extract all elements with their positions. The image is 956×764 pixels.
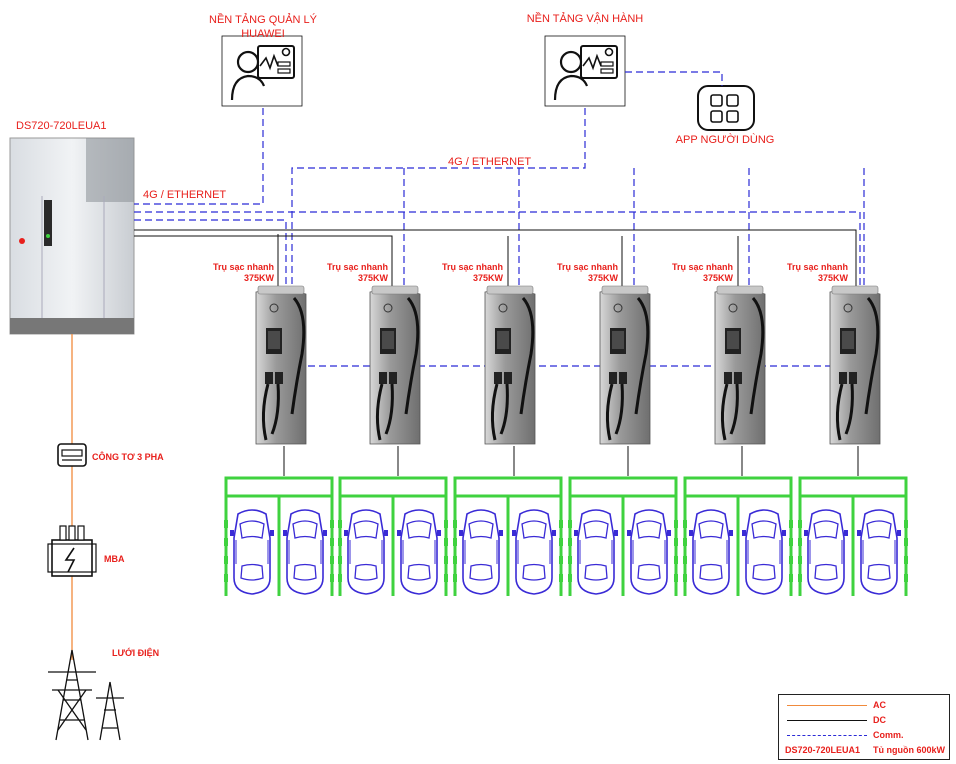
dc-lines [134,229,859,476]
car-icon [741,509,787,595]
charger-5 [713,284,767,446]
parking-bay-2 [338,476,448,596]
management-platform-title: NỀN TẢNG QUẢN LÝ [209,14,317,26]
legend-device-desc: Tủ nguồn 600kW [873,745,945,755]
legend-dc: DC [779,713,949,728]
charger-type-3: Trụ sạc nhanh [441,262,503,272]
transformer-label: MBA [104,554,125,564]
legend-ac-label: AC [873,700,886,710]
charger-type-5: Trụ sạc nhanh [671,262,733,272]
grid-label: LƯỚI ĐIỆN [112,648,160,658]
transformer-icon [47,525,97,577]
management-platform-vendor: HUAWEI [241,28,285,40]
legend-dc-label: DC [873,715,886,725]
charger-power-3: 375KW [472,273,503,283]
parking-bay-6 [798,476,908,596]
app-label: APP NGƯỜI DÙNG [675,134,775,146]
parking-bay-5 [683,476,793,596]
charger-power-5: 375KW [702,273,733,283]
legend: AC DC Comm. DS720-720LEUA1 Tủ nguồn 600k… [778,694,950,760]
operation-platform-icon [543,34,627,108]
management-platform-icon [220,34,304,108]
management-platform-label: NỀN TẢNG QUẢN LÝ HUAWEI [198,13,328,41]
operation-platform-label: NỀN TẢNG VẬN HÀNH [526,13,644,25]
charger-power-6: 375KW [817,273,848,283]
transmission-tower-icon [48,649,124,741]
charger-power-4: 375KW [587,273,618,283]
legend-device: DS720-720LEUA1 Tủ nguồn 600kW [779,743,949,758]
car-icon [511,509,557,595]
car-icon [688,509,734,595]
charger-type-6: Trụ sạc nhanh [786,262,848,272]
charger-2 [368,284,422,446]
legend-comm-label: Comm. [873,730,904,740]
network-label-top: 4G / ETHERNET [448,156,532,168]
car-icon [803,509,849,595]
legend-ac: AC [779,698,949,713]
car-icon [856,509,902,595]
charger-power-1: 375KW [243,273,274,283]
charger-power-2: 375KW [357,273,388,283]
power-cabinet-image [9,137,135,335]
car-icon [458,509,504,595]
charger-3 [483,284,537,446]
car-icon [282,509,328,595]
car-icon [626,509,672,595]
parking-bay-3 [453,476,563,596]
car-icon [396,509,442,595]
charger-type-4: Trụ sạc nhanh [556,262,618,272]
charger-1 [254,284,308,446]
meter-icon [57,443,87,467]
car-icon [229,509,275,595]
network-label-left: 4G / ETHERNET [143,189,227,201]
charger-4 [598,284,652,446]
app-icon [697,85,755,131]
charger-type-2: Trụ sạc nhanh [326,262,388,272]
parking-bay-4 [568,476,678,596]
legend-device-name: DS720-720LEUA1 [785,745,861,755]
cabinet-label: DS720-720LEUA1 [16,120,107,132]
car-icon [573,509,619,595]
charger-6 [828,284,882,446]
car-icon [343,509,389,595]
parking-bay-1 [224,476,334,596]
charger-type-1: Trụ sạc nhanh [212,262,274,272]
meter-label: CÔNG TƠ 3 PHA [92,452,164,462]
legend-comm: Comm. [779,728,949,743]
